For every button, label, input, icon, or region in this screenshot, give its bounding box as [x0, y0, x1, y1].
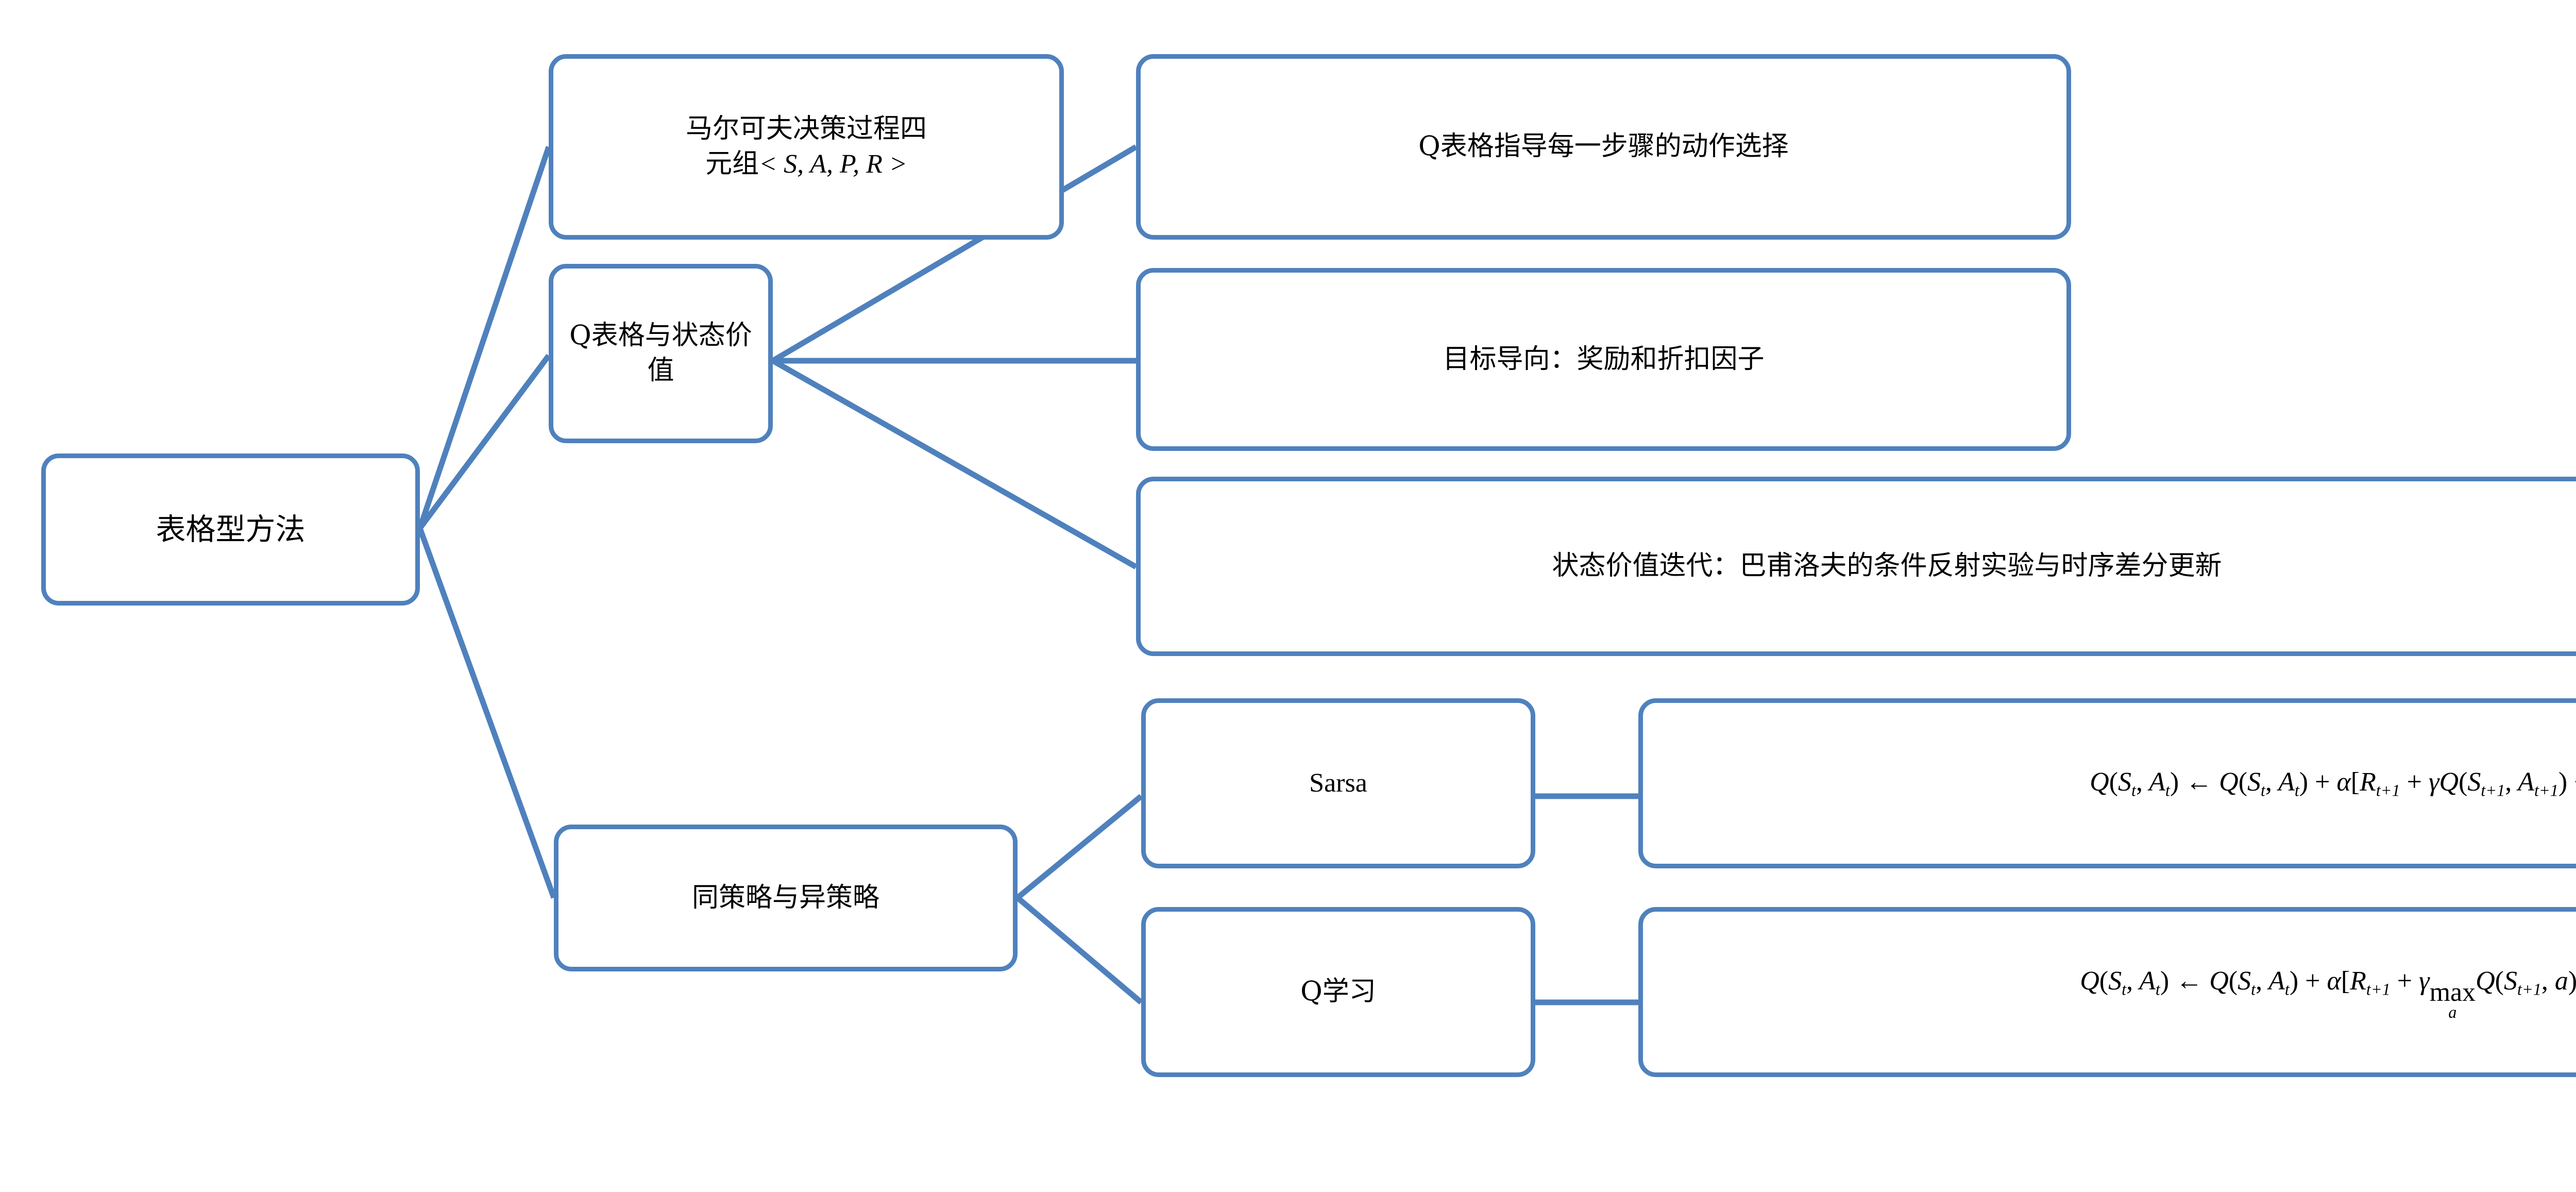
connector-policy-to-qlearning	[1015, 895, 1143, 1005]
connector-qtable-to-valueiter	[771, 358, 1138, 569]
branch-node-mdp-line2-prefix: 元组	[705, 148, 759, 179]
leaf-node-q-learning-label: Q学习	[1300, 976, 1376, 1008]
branch-node-policy-label: 同策略与异策略	[691, 882, 879, 913]
leaf-node-goal[interactable]: 目标导向：奖励和折扣因子	[1136, 268, 2071, 451]
leaf-node-goal-label: 目标导向：奖励和折扣因子	[1443, 343, 1765, 375]
leaf-node-value-iteration[interactable]: 状态价值迭代：巴甫洛夫的条件反射实验与时序差分更新	[1136, 477, 2576, 656]
leaf-node-q-learning[interactable]: Q学习	[1141, 907, 1535, 1077]
leaf-node-sarsa-label: Sarsa	[1309, 768, 1367, 798]
connector-root-to-mdp	[417, 146, 552, 529]
root-node-label: 表格型方法	[156, 511, 306, 547]
branch-node-qtable-label: Q表格与状态价值	[569, 320, 752, 386]
leaf-node-q-guide-label: Q表格指导每一步骤的动作选择	[1418, 131, 1789, 162]
formula-node-sarsa[interactable]: Q(St, At) ← Q(St, At) + α[Rt+1 + γQ(St+1…	[1638, 698, 2576, 868]
leaf-node-sarsa[interactable]: Sarsa	[1141, 698, 1535, 868]
connector-policy-to-sarsa	[1015, 794, 1143, 900]
branch-node-policy[interactable]: 同策略与异策略	[554, 825, 1018, 971]
connector-root-to-policy	[417, 527, 557, 899]
connector-root-to-qtable	[417, 354, 551, 530]
root-node[interactable]: 表格型方法	[41, 454, 420, 606]
branch-node-mdp[interactable]: 马尔可夫决策过程四 元组< S, A, P, R >	[549, 54, 1064, 240]
branch-node-qtable[interactable]: Q表格与状态价值	[549, 264, 773, 443]
branch-node-mdp-line2-math: < S, A, P, R >	[759, 149, 907, 179]
leaf-node-q-guide[interactable]: Q表格指导每一步骤的动作选择	[1136, 54, 2071, 240]
branch-node-mdp-line1: 马尔可夫决策过程四	[685, 113, 927, 145]
formula-sarsa-expression: Q(St, At) ← Q(St, At) + α[Rt+1 + γQ(St+1…	[2090, 767, 2576, 800]
leaf-node-value-iteration-label: 状态价值迭代：巴甫洛夫的条件反射实验与时序差分更新	[1552, 550, 2222, 582]
tok-Q: Q	[2090, 767, 2109, 797]
